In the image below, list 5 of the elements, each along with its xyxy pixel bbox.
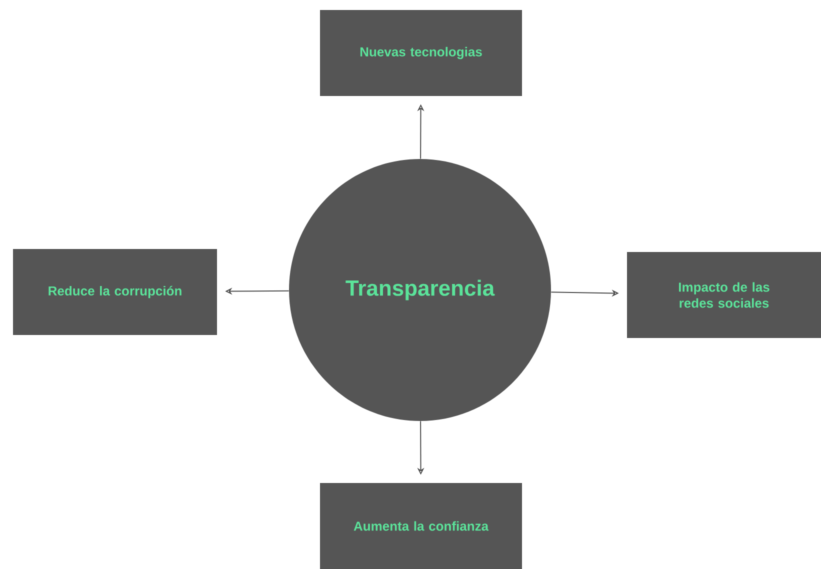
process-box: Reduce la corrupción — [13, 249, 217, 335]
process-box: Nuevas tecnologias — [320, 10, 522, 96]
process-box: Aumenta la confianza — [320, 483, 522, 569]
process-box: Impacto de las redes sociales — [627, 252, 821, 338]
circle-node: Transparencia — [289, 159, 551, 421]
